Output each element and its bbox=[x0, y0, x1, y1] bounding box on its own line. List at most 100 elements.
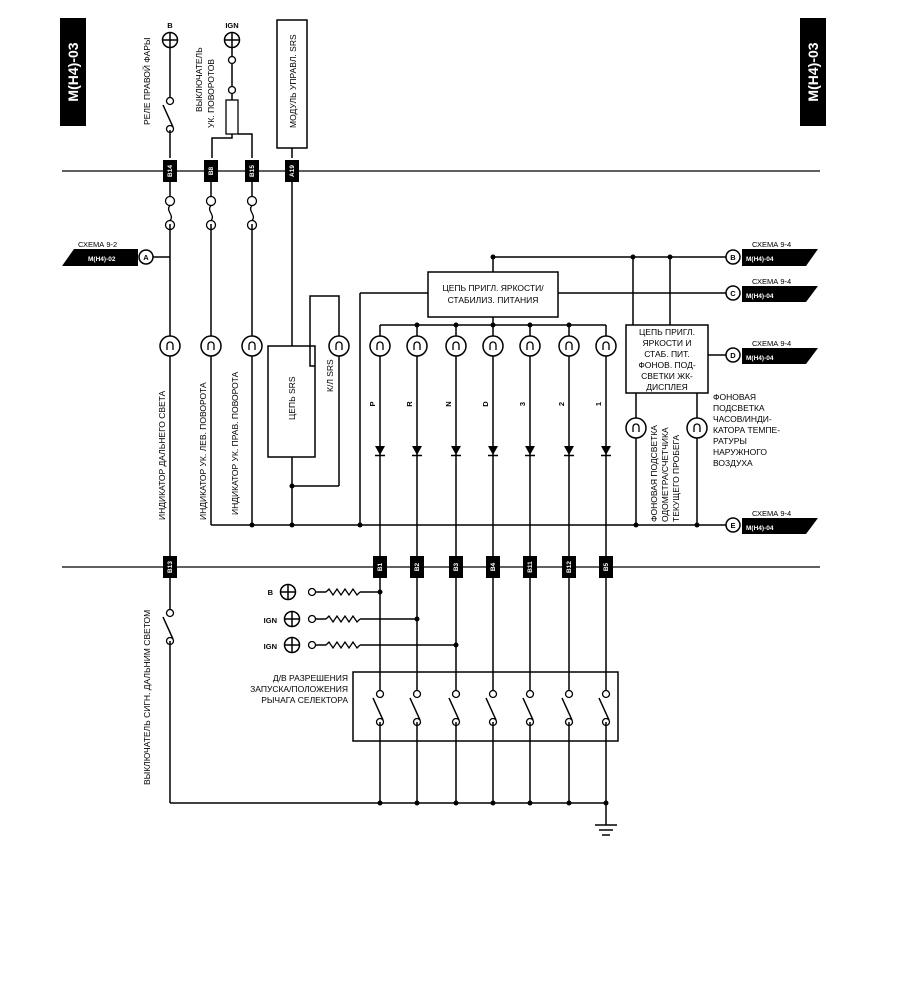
svg-text:СХЕМА 9-4: СХЕМА 9-4 bbox=[752, 509, 791, 518]
battery-terminal-icon bbox=[161, 31, 179, 49]
battery-terminal-icon bbox=[279, 583, 297, 601]
svg-text:IGN: IGN bbox=[264, 616, 277, 625]
svg-text:РЕЛЕ ПРАВОЙ ФАРЫ: РЕЛЕ ПРАВОЙ ФАРЫ bbox=[141, 38, 152, 125]
gear-2-lamp-icon bbox=[558, 335, 580, 357]
svg-text:ВОЗДУХА: ВОЗДУХА bbox=[713, 458, 753, 468]
pullup-ign-1: IGN bbox=[264, 610, 420, 628]
ign-terminal-icon bbox=[283, 610, 301, 628]
svg-text:ИНДИКАТОР УК. ЛЕВ. ПОВОРОТА: ИНДИКАТОР УК. ЛЕВ. ПОВОРОТА bbox=[198, 382, 208, 520]
srs-module: МОДУЛЬ УПРАВЛ. SRS bbox=[276, 19, 308, 158]
svg-text:C: C bbox=[730, 289, 736, 298]
svg-text:ФОНОВАЯ: ФОНОВАЯ bbox=[713, 392, 756, 402]
srs-warning-lamp-icon bbox=[328, 335, 350, 357]
gear-1-lamp-icon bbox=[595, 335, 617, 357]
svg-text:B15: B15 bbox=[249, 165, 256, 177]
diode-icon bbox=[450, 445, 462, 457]
svg-text:B: B bbox=[730, 253, 736, 262]
svg-text:СТАБИЛИЗ. ПИТАНИЯ: СТАБИЛИЗ. ПИТАНИЯ bbox=[448, 295, 539, 305]
ign-terminal-icon bbox=[223, 31, 241, 49]
svg-text:B3: B3 bbox=[453, 562, 460, 571]
svg-text:КАТОРА ТЕМПЕ-: КАТОРА ТЕМПЕ- bbox=[713, 425, 780, 435]
high-beam-indicator-icon bbox=[159, 335, 181, 357]
connector-b13: B13 bbox=[163, 556, 177, 578]
svg-text:СВЕТКИ ЖК-: СВЕТКИ ЖК- bbox=[641, 371, 693, 381]
connector-b12: B12 bbox=[562, 556, 576, 578]
ref-d: D СХЕМА 9-4 M(H4)-04 bbox=[725, 339, 818, 364]
page-tag-right: M(H4)-03 bbox=[800, 18, 826, 126]
pullup-b: B bbox=[268, 583, 383, 601]
svg-text:M(H4)-02: M(H4)-02 bbox=[88, 256, 116, 263]
svg-text:СХЕМА 9-4: СХЕМА 9-4 bbox=[752, 339, 791, 348]
svg-text:ФОНОВАЯ ПОДСВЕТКА: ФОНОВАЯ ПОДСВЕТКА bbox=[649, 425, 659, 522]
gear-d-lamp-icon bbox=[482, 335, 504, 357]
svg-text:Д/В РАЗРЕШЕНИЯ: Д/В РАЗРЕШЕНИЯ bbox=[273, 673, 348, 683]
brightness-stabilizer-circuit: ЦЕПЬ ПРИГЛ. ЯРКОСТИ/ СТАБИЛИЗ. ПИТАНИЯ bbox=[427, 271, 559, 318]
svg-text:ВЫКЛЮЧАТЕЛЬ: ВЫКЛЮЧАТЕЛЬ bbox=[194, 47, 204, 112]
svg-text:B12: B12 bbox=[566, 561, 573, 573]
svg-text:МОДУЛЬ УПРАВЛ. SRS: МОДУЛЬ УПРАВЛ. SRS bbox=[288, 34, 298, 128]
svg-text:ТЕКУЩЕГО ПРОБЕГА: ТЕКУЩЕГО ПРОБЕГА bbox=[671, 434, 681, 522]
svg-text:ДИСПЛЕЯ: ДИСПЛЕЯ bbox=[646, 382, 688, 392]
svg-text:M(H4)-04: M(H4)-04 bbox=[746, 525, 774, 532]
svg-text:B8: B8 bbox=[208, 166, 215, 175]
ref-a: СХЕМА 9-2 M(H4)-02 A bbox=[62, 240, 170, 266]
connector-b5: B5 bbox=[599, 556, 613, 578]
svg-text:D: D bbox=[481, 401, 490, 407]
connector-a19: A19 bbox=[285, 160, 299, 182]
svg-text:B4: B4 bbox=[490, 562, 497, 571]
svg-text:B11: B11 bbox=[527, 561, 534, 573]
inhibitor-contact-icon bbox=[561, 689, 574, 727]
ref-b: B СХЕМА 9-4 M(H4)-04 bbox=[725, 240, 818, 266]
svg-text:E: E bbox=[730, 521, 735, 530]
gear-p-lamp-icon bbox=[369, 335, 391, 357]
connector-b11: B11 bbox=[523, 556, 537, 578]
ref-c: C СХЕМА 9-4 M(H4)-04 bbox=[725, 277, 818, 302]
svg-text:ЧАСОВ/ИНДИ-: ЧАСОВ/ИНДИ- bbox=[713, 414, 772, 424]
diode-icon bbox=[411, 445, 423, 457]
gear-position-labels: P R N D 3 2 1 bbox=[368, 401, 603, 407]
inhibitor-contact-icon bbox=[598, 689, 611, 727]
svg-text:A: A bbox=[143, 253, 149, 262]
right-turn-indicator-icon bbox=[241, 335, 263, 357]
svg-text:D: D bbox=[730, 351, 736, 360]
relay-contact-icon bbox=[162, 96, 175, 134]
svg-text:ЦЕПЬ SRS: ЦЕПЬ SRS bbox=[287, 376, 297, 420]
svg-text:РАТУРЫ: РАТУРЫ bbox=[713, 436, 747, 446]
backlight-lcd-circuit: ЦЕПЬ ПРИГЛ. ЯРКОСТИ И СТАБ. ПИТ. ФОНОВ. … bbox=[625, 324, 709, 394]
svg-text:IGN: IGN bbox=[225, 21, 238, 30]
svg-text:РЫЧАГА СЕЛЕКТОРА: РЫЧАГА СЕЛЕКТОРА bbox=[261, 695, 348, 705]
svg-text:M(H4)-03: M(H4)-03 bbox=[65, 42, 81, 101]
inhibitor-contact-icon bbox=[409, 689, 422, 727]
clock-backlight-label: ФОНОВАЯ ПОДСВЕТКА ЧАСОВ/ИНДИ- КАТОРА ТЕМ… bbox=[713, 392, 780, 468]
inhibitor-contact-icon bbox=[522, 689, 535, 727]
connector-b8: B8 bbox=[204, 160, 218, 182]
svg-text:R: R bbox=[405, 401, 414, 407]
svg-text:M(H4)-03: M(H4)-03 bbox=[805, 42, 821, 101]
svg-text:ФОНОВ. ПОД-: ФОНОВ. ПОД- bbox=[638, 360, 696, 370]
svg-text:ЯРКОСТИ И: ЯРКОСТИ И bbox=[643, 338, 692, 348]
svg-text:2: 2 bbox=[557, 402, 566, 406]
ground-icon bbox=[595, 824, 617, 836]
inhibitor-contact-icon bbox=[485, 689, 498, 727]
connector-b4: B4 bbox=[486, 556, 500, 578]
inhibitor-contact-icon bbox=[372, 689, 385, 727]
svg-text:1: 1 bbox=[594, 402, 603, 406]
ref-e: E СХЕМА 9-4 M(H4)-04 bbox=[725, 509, 818, 534]
srs-circuit: ЦЕПЬ SRS bbox=[267, 345, 316, 458]
svg-text:B5: B5 bbox=[603, 562, 610, 571]
svg-text:M(H4)-04: M(H4)-04 bbox=[746, 256, 774, 263]
svg-text:ИНДИКАТОР ДАЛЬНЕГО СВЕТА: ИНДИКАТОР ДАЛЬНЕГО СВЕТА bbox=[157, 390, 167, 520]
svg-text:ЦЕПЬ ПРИГЛ.: ЦЕПЬ ПРИГЛ. bbox=[639, 327, 695, 337]
left-turn-indicator-icon bbox=[200, 335, 222, 357]
svg-text:ОДОМЕТРА/СЧЕТЧИКА: ОДОМЕТРА/СЧЕТЧИКА bbox=[660, 427, 670, 522]
connector-b14: B14 bbox=[163, 160, 177, 182]
svg-text:3: 3 bbox=[518, 402, 527, 406]
page-tag-left: M(H4)-03 bbox=[60, 18, 86, 126]
svg-text:B: B bbox=[268, 588, 274, 597]
connector-b2: B2 bbox=[410, 556, 424, 578]
svg-text:СХЕМА 9-4: СХЕМА 9-4 bbox=[752, 277, 791, 286]
inhibitor-contact-icon bbox=[448, 689, 461, 727]
odometer-backlight-icon bbox=[625, 417, 647, 439]
connector-b1: B1 bbox=[373, 556, 387, 578]
svg-text:ИНДИКАТОР УК. ПРАВ. ПОВОРОТА: ИНДИКАТОР УК. ПРАВ. ПОВОРОТА bbox=[230, 371, 240, 515]
